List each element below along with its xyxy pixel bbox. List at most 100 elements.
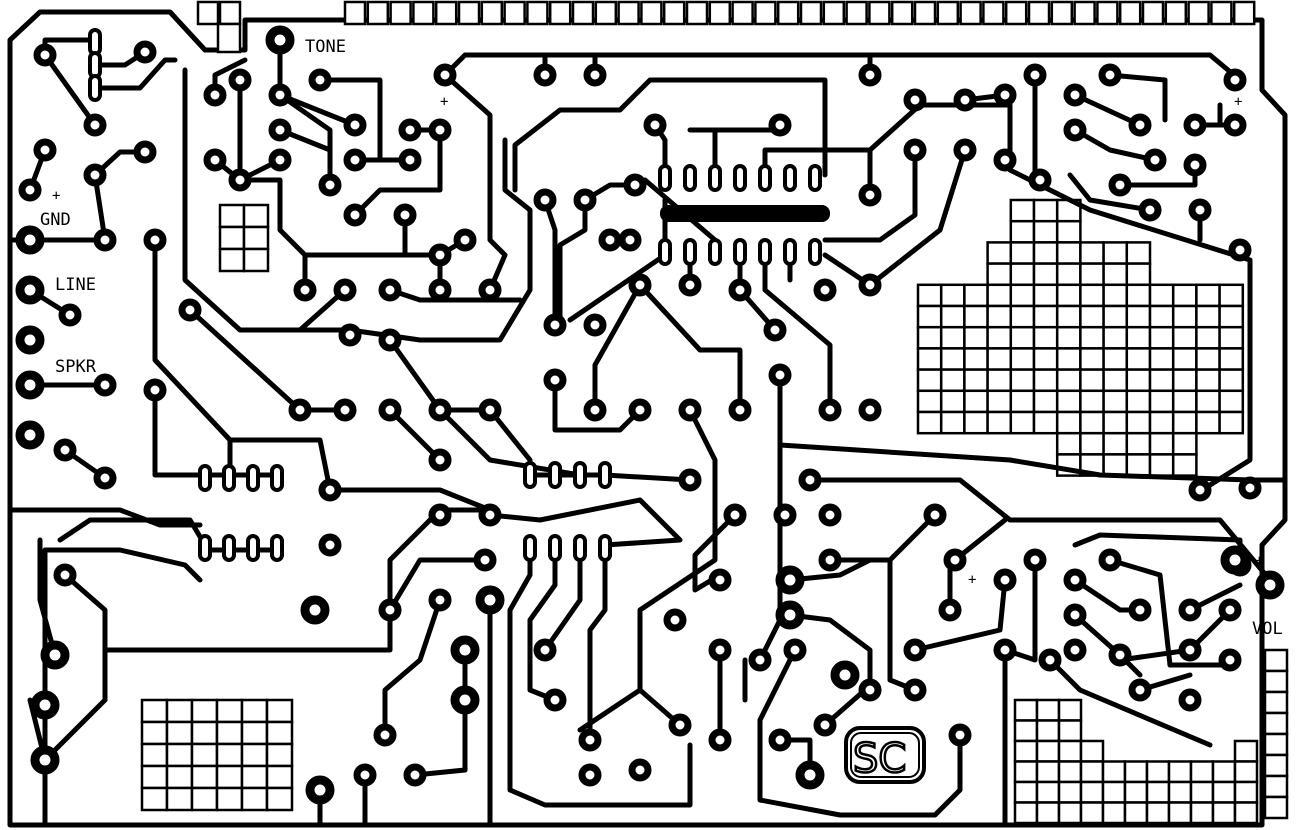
grid-cell <box>916 304 943 329</box>
ic-pin <box>198 464 212 492</box>
grid-cell <box>1263 732 1289 757</box>
grid-cell <box>1032 241 1059 265</box>
edge-pad <box>799 0 823 26</box>
grid-cell <box>1211 780 1237 804</box>
grid-cell <box>190 764 219 790</box>
grid-cell <box>963 325 989 350</box>
grid-cell <box>1125 389 1152 414</box>
grid-cell <box>1102 325 1129 350</box>
grid-cell <box>140 698 169 724</box>
grid-cell <box>986 262 1013 287</box>
ic-pin <box>222 464 236 492</box>
solder-pad <box>1228 238 1252 262</box>
solder-pad <box>1188 198 1212 222</box>
solder-pad <box>428 588 452 612</box>
solder-pad <box>763 318 787 342</box>
grid-cell <box>1123 801 1149 825</box>
solder-pad <box>1218 648 1242 672</box>
solder-pad <box>953 138 977 162</box>
solder-pad <box>1223 113 1247 137</box>
grid-cell <box>1102 368 1129 393</box>
solder-pad <box>858 678 882 702</box>
edge-pad <box>571 0 595 26</box>
edge-pad <box>708 0 732 26</box>
grid-cell <box>1055 304 1082 329</box>
solder-pad <box>1178 598 1202 622</box>
solder-pad <box>723 503 747 527</box>
grid-cell <box>1057 801 1083 825</box>
solder-pad <box>478 278 502 302</box>
solder-pad <box>993 83 1017 107</box>
grid-cell <box>1035 739 1061 763</box>
solder-pad <box>453 228 477 252</box>
edge-pad <box>457 0 481 26</box>
ic-pin <box>683 164 697 192</box>
label-tone: TONE <box>305 37 346 57</box>
solder-pad <box>1028 168 1052 192</box>
grid-cell <box>215 764 244 790</box>
solder-pad <box>178 298 202 322</box>
solder-pad <box>728 278 752 302</box>
plus-marker-5: + <box>968 572 976 588</box>
grid-cell <box>215 786 244 812</box>
solder-pad <box>203 83 227 107</box>
large-solder-pad <box>775 600 805 630</box>
edge-pad <box>218 0 242 26</box>
grid-cell <box>1171 283 1198 308</box>
solder-pad <box>353 763 377 787</box>
edge-pad <box>594 0 618 26</box>
grid-cell <box>1079 431 1105 456</box>
grid-cell <box>1263 753 1289 778</box>
board-outline <box>7 9 1288 828</box>
grid-cell <box>1032 347 1059 371</box>
grid-cell <box>218 203 246 229</box>
edge-pad <box>343 0 367 26</box>
grid-cell <box>986 368 1013 393</box>
grid-cell <box>1171 453 1198 477</box>
grid-cell <box>939 389 966 414</box>
solder-pad <box>338 323 362 347</box>
solder-pad <box>228 168 252 192</box>
ic-pin <box>548 461 562 489</box>
solder-pad <box>428 118 452 142</box>
solder-pad <box>33 138 57 162</box>
edge-pad <box>412 0 435 26</box>
grid-cell <box>1102 389 1129 414</box>
grid-cell <box>986 283 1013 308</box>
solder-pad <box>818 548 842 572</box>
solder-pad <box>583 398 607 422</box>
solder-pad <box>1063 568 1087 592</box>
grid-cell <box>1055 283 1082 308</box>
grid-cell <box>1032 283 1059 308</box>
grid-cell <box>1035 780 1061 804</box>
grid-cell <box>963 389 989 414</box>
ic-pin <box>758 238 772 266</box>
grid-cell <box>240 720 269 746</box>
solder-pad <box>133 40 157 64</box>
grid-cell <box>1123 780 1149 804</box>
grid-cell <box>1123 760 1149 784</box>
solder-pad <box>903 138 927 162</box>
logo-sc: SC <box>844 726 926 784</box>
solder-pad <box>343 203 367 227</box>
grid-cell <box>240 786 269 812</box>
ic-pin <box>783 164 797 192</box>
grid-cell <box>1009 347 1036 371</box>
grid-cell <box>1009 241 1036 265</box>
large-solder-pad <box>30 690 60 720</box>
grid-cell <box>165 742 194 768</box>
grid-cell <box>1032 304 1059 329</box>
grid-cell <box>190 698 219 724</box>
grid-cell <box>916 368 943 393</box>
grid-cell <box>1189 760 1215 784</box>
solder-pad <box>618 228 642 252</box>
grid-cell <box>1079 760 1105 784</box>
grid-cell <box>1102 304 1129 329</box>
solder-pad <box>343 148 367 172</box>
grid-cell <box>1125 368 1152 393</box>
solder-pad <box>1108 173 1132 197</box>
grid-cell <box>1079 347 1105 371</box>
edge-pad <box>526 0 549 26</box>
edge-pad <box>685 0 709 26</box>
grid-cell <box>215 742 244 768</box>
